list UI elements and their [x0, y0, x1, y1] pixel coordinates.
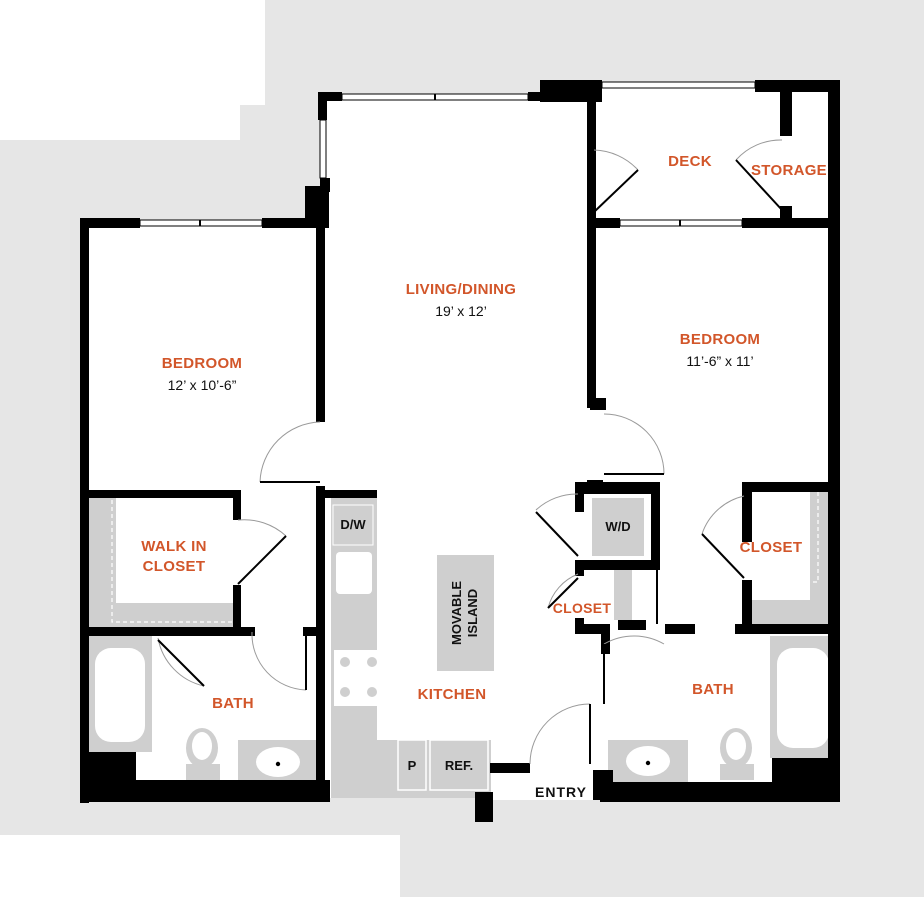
movable-island: [437, 555, 494, 671]
cooktop: [334, 650, 384, 706]
island-label-line1: MOVABLE: [449, 581, 464, 645]
bedroom-right-label: BEDROOM: [680, 331, 760, 348]
right-bath-fixtures: [608, 636, 836, 782]
living-dining-size: 19’ x 12’: [435, 303, 487, 319]
window-deck-top: [601, 81, 756, 89]
walk-in-closet-label-1: WALK IN: [141, 538, 206, 555]
kitchen-label: KITCHEN: [418, 686, 487, 703]
bedroom-left-label: BEDROOM: [162, 355, 242, 372]
refrigerator-label: REF.: [445, 758, 473, 773]
toilet-right: [720, 728, 754, 780]
sink: [336, 552, 372, 594]
entry-label: ENTRY: [535, 784, 587, 800]
refrigerator: [429, 739, 489, 791]
walk-in-closet-shelves: [88, 498, 236, 630]
bedroom-left-size: 12’ x 10’-6”: [168, 377, 237, 393]
kitchen-counters: [331, 497, 491, 798]
storage-label: STORAGE: [751, 162, 827, 179]
deck-label: DECK: [668, 153, 712, 170]
site-notch-right: [840, 0, 924, 60]
windows: [139, 81, 756, 227]
toilet-left: [186, 728, 220, 780]
walk-in-closet-label-2: CLOSET: [143, 558, 206, 575]
closet-hall-label: CLOSET: [553, 600, 612, 616]
dishwasher-label: D/W: [340, 517, 366, 532]
washer-dryer: [592, 498, 644, 556]
window-living-corner: [319, 119, 327, 179]
dishwasher: [332, 504, 374, 546]
bath-left-label: BATH: [212, 695, 254, 712]
bath-right-label: BATH: [692, 681, 734, 698]
island-label: MOVABLE ISLAND: [449, 581, 480, 645]
washer-dryer-label: W/D: [605, 519, 630, 534]
island-label-line2: ISLAND: [465, 589, 480, 637]
living-dining-label: LIVING/DINING: [406, 281, 517, 298]
doors: [157, 139, 783, 765]
pantry: [397, 739, 427, 791]
closet-right-label: CLOSET: [740, 539, 803, 556]
hall-closet-shelf: [614, 570, 632, 620]
pantry-label: P: [408, 758, 417, 773]
left-bath-fixtures: [88, 636, 318, 782]
bedroom-right-size: 11’-6” x 11’: [686, 353, 753, 369]
walls: [80, 80, 840, 822]
